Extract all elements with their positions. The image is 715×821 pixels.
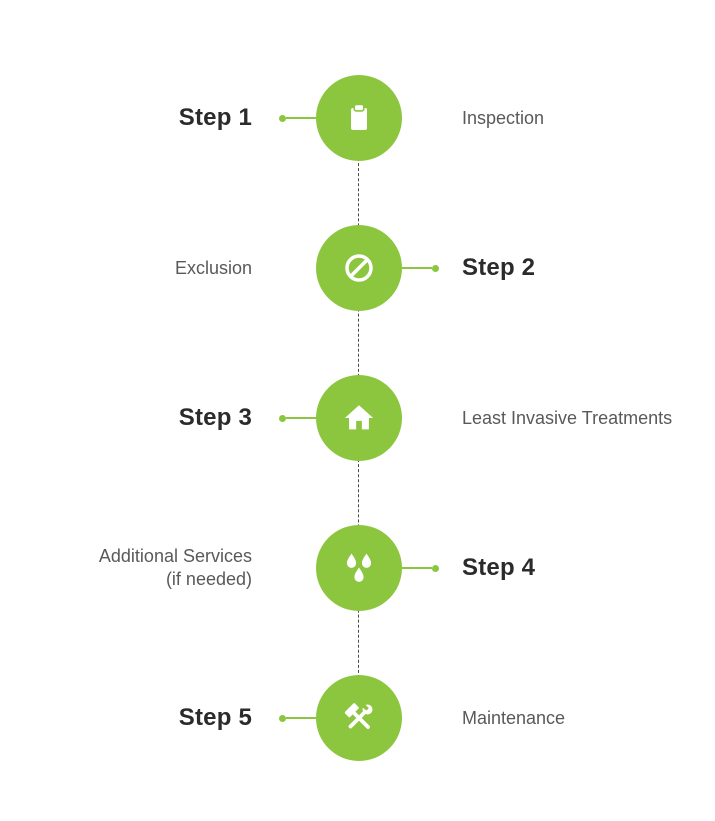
step-4-circle — [316, 525, 402, 611]
connector-dot — [279, 714, 286, 722]
connector-line — [402, 267, 432, 269]
hammer-wrench-icon — [344, 702, 373, 729]
step-3-connector — [252, 414, 316, 422]
clipboard-icon — [351, 103, 367, 130]
step-3-circle — [316, 375, 402, 461]
step-3-label: Step 3 — [178, 404, 252, 431]
step-2-circle — [316, 225, 402, 311]
step-1-description: Inspection — [462, 107, 545, 128]
step-4-label: Step 4 — [462, 554, 536, 581]
step-5-description: Maintenance — [462, 707, 566, 728]
step-4-description: Additional Services (if needed) — [98, 546, 252, 589]
timeline-step-2: Exclusion Step 2 — [0, 193, 715, 343]
step-2-connector — [402, 264, 462, 272]
step-5-connector — [252, 714, 316, 722]
connector-line — [286, 117, 316, 119]
step-4-connector — [402, 564, 462, 572]
timeline-step-3: Step 3 Least Invasive Treatments — [0, 343, 715, 493]
step-5-label: Step 5 — [178, 704, 252, 731]
step-1-connector — [252, 114, 316, 122]
connector-dot — [432, 564, 439, 572]
timeline-rows: Step 1 Inspection Exc — [0, 43, 715, 793]
step-2-label: Step 2 — [462, 254, 536, 281]
connector-line — [402, 567, 432, 569]
step-1-label: Step 1 — [178, 104, 252, 131]
step-1-circle — [316, 75, 402, 161]
water-drops-icon — [346, 553, 372, 582]
timeline-step-1: Step 1 Inspection — [0, 43, 715, 193]
connector-dot — [432, 264, 439, 272]
timeline-step-5: Step 5 — [0, 643, 715, 793]
connector-line — [286, 417, 316, 419]
home-icon — [344, 405, 374, 430]
connector-line — [286, 717, 316, 719]
step-2-description: Exclusion — [174, 257, 252, 278]
step-5-circle — [316, 675, 402, 761]
timeline-step-4: Additional Services (if needed) Step 4 — [0, 493, 715, 643]
connector-dot — [279, 414, 286, 422]
ban-icon — [345, 254, 373, 282]
step-3-description: Least Invasive Treatments — [462, 407, 673, 428]
connector-dot — [279, 114, 286, 122]
